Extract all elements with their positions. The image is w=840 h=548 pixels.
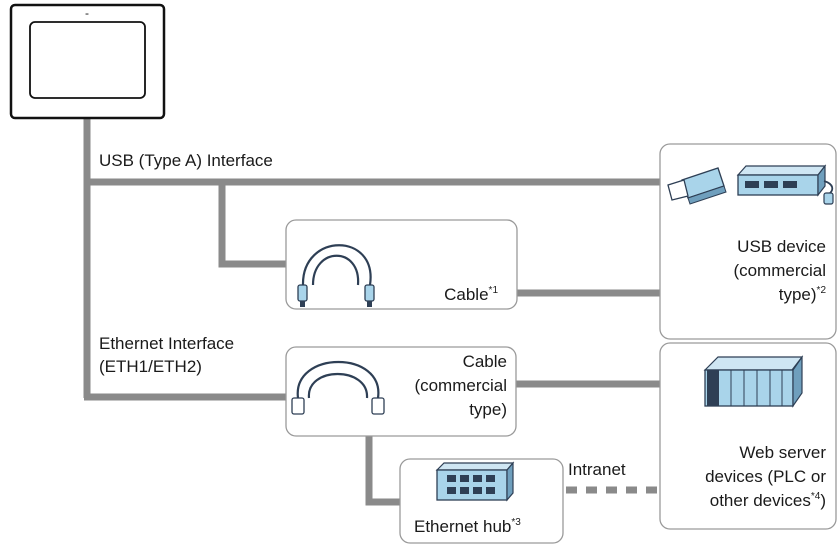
ethernet-cable-label-line3: type)	[469, 400, 507, 419]
web-server-box: Web server devices (PLC or other devices…	[659, 342, 837, 530]
ethernet-cable-box: Cable (commercial type)	[285, 346, 517, 437]
hmi-screen	[29, 21, 146, 99]
usb-hdd-icon	[736, 164, 834, 205]
ethernet-cable-label-line1: Cable	[463, 352, 507, 371]
usb-device-label-line1: USB device	[737, 237, 826, 256]
web-server-label-line2: devices (PLC or	[705, 467, 826, 486]
ethernet-interface-label-line2: (ETH1/ETH2)	[99, 357, 202, 376]
ethernet-cable-icon	[291, 360, 385, 415]
wires	[83, 118, 668, 506]
web-server-label-line3: other devices*4)	[710, 491, 826, 510]
usb-cable-box: Cable*1	[285, 219, 518, 310]
usb-cable-icon	[297, 244, 375, 307]
hub-branch-wire	[365, 436, 405, 506]
ethernet-cable-frame	[285, 346, 517, 437]
hmi-unit: -	[9, 3, 166, 120]
usb-cable-frame	[285, 219, 518, 310]
usb-branch-wire	[218, 182, 290, 268]
usb-stick-icon	[667, 167, 727, 205]
ethernet-hub-label: Ethernet hub*3	[414, 517, 521, 536]
ethernet-interface-label-line1: Ethernet Interface	[99, 334, 234, 353]
hmi-label: -	[85, 6, 89, 20]
web-server-label-line1: Web server	[739, 443, 826, 462]
usb-device-label-line2: (commercial	[733, 261, 826, 280]
usb-device-box: USB device (commercial type)*2	[659, 143, 837, 340]
intranet-label: Intranet	[568, 460, 626, 479]
usb-interface-label: USB (Type A) Interface	[99, 151, 273, 170]
ethernet-hub-box: Ethernet hub*3	[399, 458, 564, 544]
usb-device-label-line3: type)*2	[779, 285, 827, 304]
ethernet-cable-label-line2: (commercial	[414, 376, 507, 395]
hub-icon	[435, 461, 515, 502]
plc-icon	[703, 355, 804, 408]
usb-cable-label: Cable*1	[444, 285, 498, 304]
